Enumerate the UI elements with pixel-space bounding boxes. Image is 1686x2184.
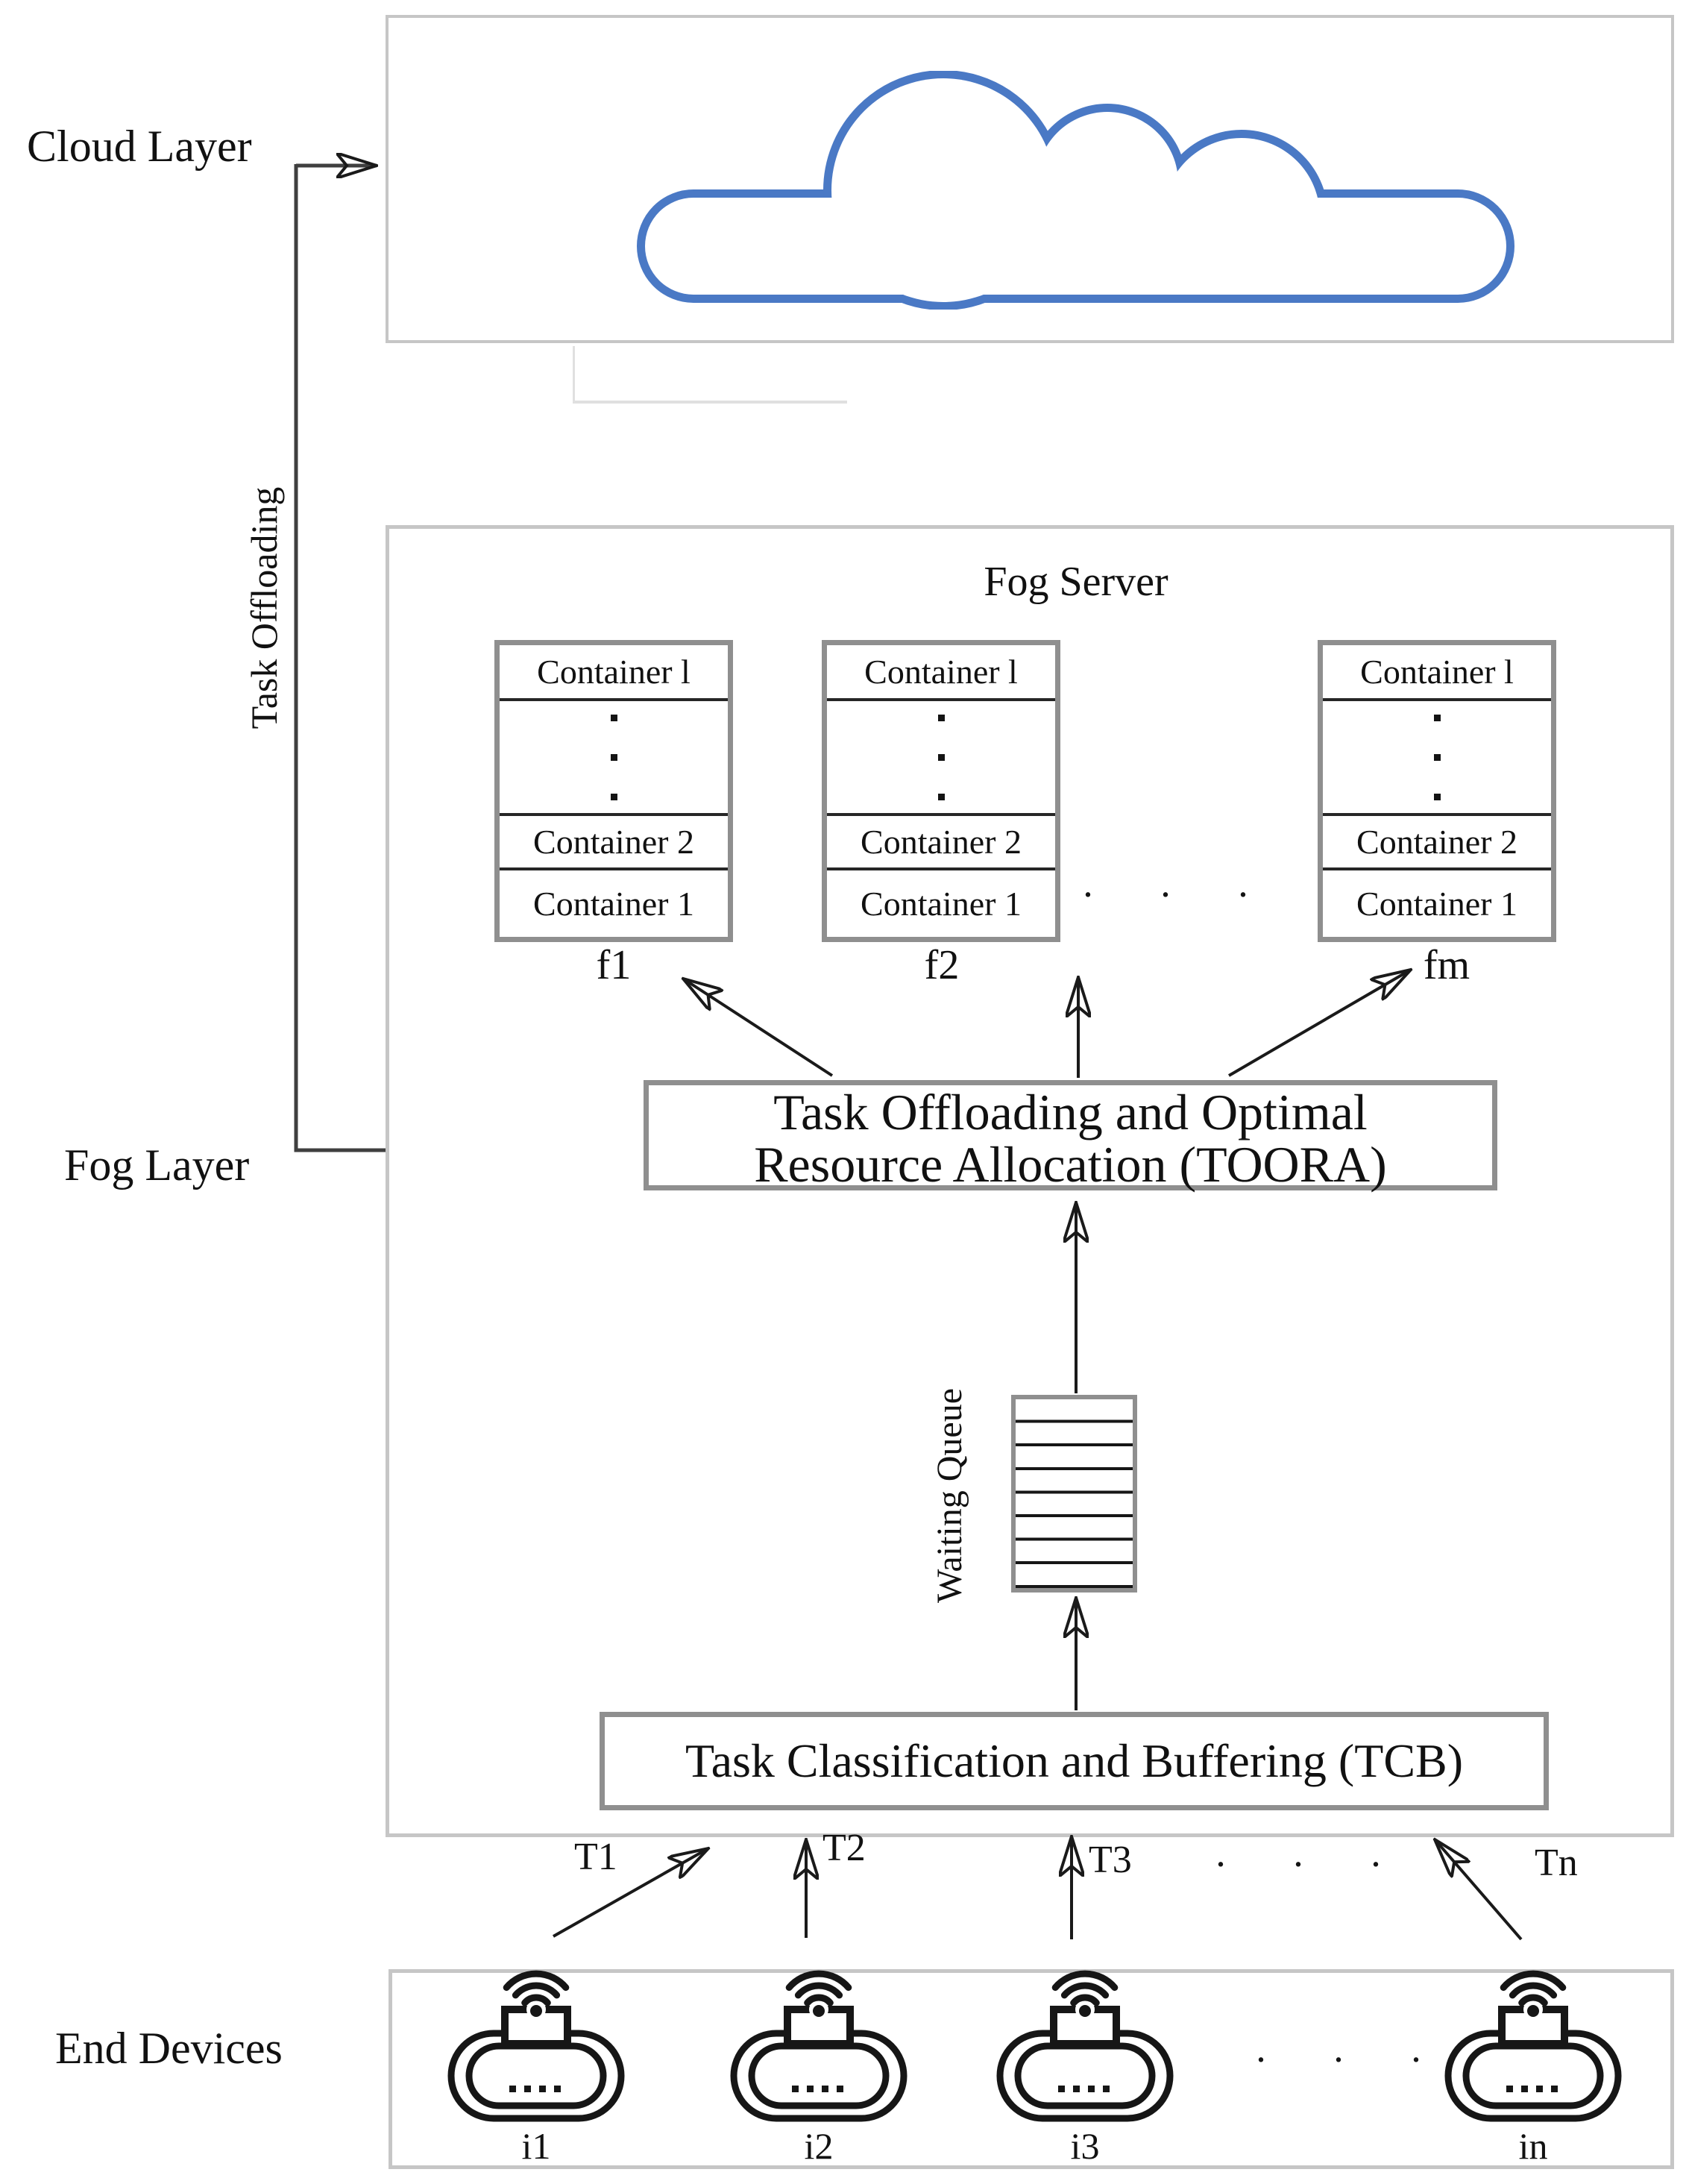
container-row-top: Container l	[500, 645, 728, 701]
toora-label-line1: Task Offloading and Optimal	[773, 1084, 1368, 1140]
arrow-task-tn	[1435, 1839, 1523, 1941]
cloud-layer-label: Cloud Layer	[27, 122, 252, 171]
waiting-queue-label: Waiting Queue	[930, 1387, 969, 1604]
device-label-i3: i3	[1070, 2125, 1100, 2167]
task-offloading-line	[294, 164, 386, 1152]
fog-node-label-fm: fm	[1423, 942, 1470, 988]
fog-node-label-f1: f1	[596, 942, 632, 988]
tasks-ellipsis: ···	[1214, 1842, 1447, 1886]
container-row-first: Container 1	[1356, 885, 1517, 923]
fog-layer-label: Fog Layer	[64, 1140, 250, 1190]
vertical-ellipsis-icon	[1433, 714, 1441, 800]
container-stack-f2: Container l Container 2 Container 1	[822, 640, 1060, 942]
toora-box: Task Offloading and Optimal Resource All…	[644, 1080, 1497, 1190]
divider	[573, 346, 575, 403]
cloud-icon	[637, 71, 1514, 310]
devices-ellipsis: ···	[1254, 2037, 1487, 2082]
iot-device-icon	[1444, 1970, 1622, 2122]
container-rows-middle	[500, 701, 728, 816]
container-rows-middle	[827, 701, 1055, 816]
container-row-first: Container 1	[533, 885, 694, 923]
container-row-top: Container l	[1323, 645, 1551, 701]
container-row-top: Container l	[827, 645, 1055, 701]
device-label-in: in	[1518, 2125, 1548, 2167]
container-stack-f1: Container l Container 2 Container 1	[494, 640, 733, 942]
iot-device	[1436, 1969, 1630, 2133]
fog-nodes-ellipsis: ···	[1081, 872, 1314, 917]
vertical-ellipsis-icon	[610, 714, 617, 800]
vertical-ellipsis-icon	[937, 714, 945, 800]
device-label-i2: i2	[804, 2125, 834, 2167]
container-row-second: Container 2	[500, 816, 728, 870]
task-label-t1: T1	[574, 1836, 617, 1878]
fog-server-title: Fog Server	[984, 559, 1168, 605]
toora-label-line2: Resource Allocation (TOORA)	[754, 1136, 1387, 1193]
container-row-second: Container 2	[1323, 816, 1551, 870]
task-label-t2: T2	[822, 1827, 866, 1869]
task-offloading-label: Task Offloading	[243, 486, 285, 729]
tcb-label: Task Classification and Buffering (TCB)	[685, 1734, 1464, 1787]
task-label-tn: Tn	[1535, 1842, 1578, 1884]
iot-device	[439, 1969, 633, 2133]
tcb-box: Task Classification and Buffering (TCB)	[600, 1712, 1549, 1810]
container-rows-middle	[1323, 701, 1551, 816]
end-devices-label: End Devices	[55, 2024, 283, 2073]
iot-device-icon	[730, 1970, 908, 2122]
container-row-second: Container 2	[827, 816, 1055, 870]
task-label-t3: T3	[1089, 1839, 1132, 1881]
container-row-first: Container 1	[861, 885, 1022, 923]
divider	[573, 401, 847, 404]
iot-device	[988, 1969, 1182, 2133]
container-stack-fm: Container l Container 2 Container 1	[1318, 640, 1556, 942]
fog-node-label-f2: f2	[924, 942, 960, 988]
iot-device	[722, 1969, 916, 2133]
iot-device-icon	[447, 1970, 625, 2122]
waiting-queue-box	[1011, 1395, 1137, 1592]
device-label-i1: i1	[521, 2125, 551, 2167]
iot-device-icon	[996, 1970, 1174, 2122]
